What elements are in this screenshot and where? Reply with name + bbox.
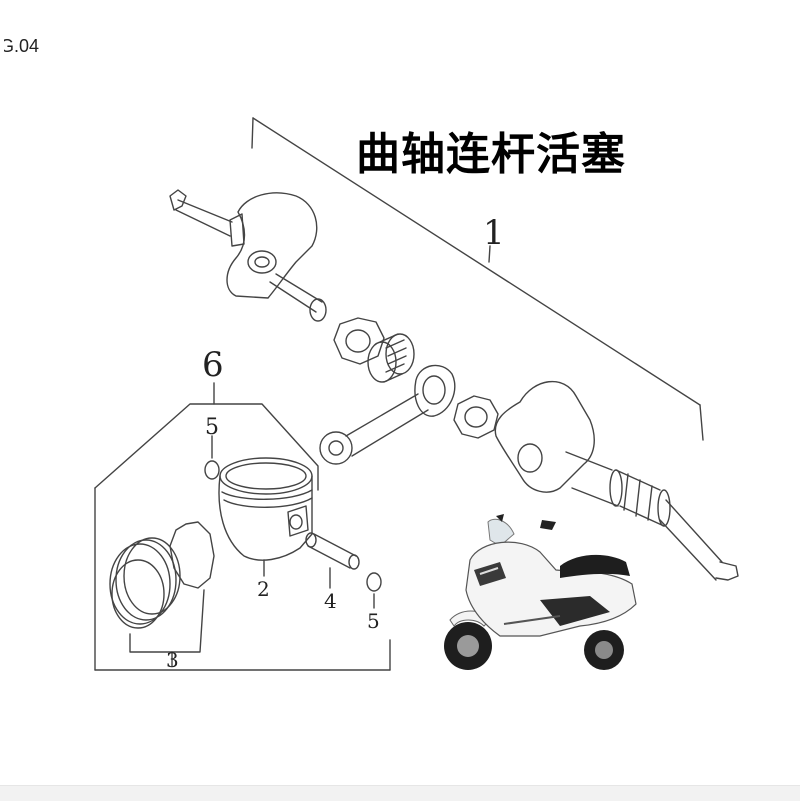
crankshaft-right-half [494, 380, 739, 581]
piston-pin-clip-lower [366, 572, 382, 592]
piston-rings [109, 521, 215, 667]
needle-bearing [367, 333, 415, 383]
piston-pin [305, 532, 360, 570]
piston [218, 457, 313, 561]
bottom-bar [0, 785, 800, 801]
callout-piston-kit: 6 [202, 345, 224, 385]
connecting-rod [319, 364, 456, 465]
callout-clip-lower: 5 [367, 609, 380, 633]
figure-code: G.04 [0, 36, 40, 56]
thrust-washer-right [453, 395, 499, 439]
callout-rings: 3 [166, 648, 179, 672]
diagram-title: 曲轴连杆活塞 [356, 129, 626, 180]
callout-piston: 2 [257, 577, 270, 601]
callout-clip-upper: 5 [205, 415, 219, 440]
assembly-bracket [251, 117, 704, 441]
callout-pin: 4 [324, 589, 337, 613]
scooter-photo-icon [444, 514, 637, 670]
piston-pin-clip-upper [204, 460, 220, 480]
callout-assembly: 1 [483, 213, 505, 253]
piston-kit-bracket [94, 382, 391, 671]
crankshaft-left-half [169, 189, 327, 322]
thrust-washer-left [333, 317, 385, 365]
